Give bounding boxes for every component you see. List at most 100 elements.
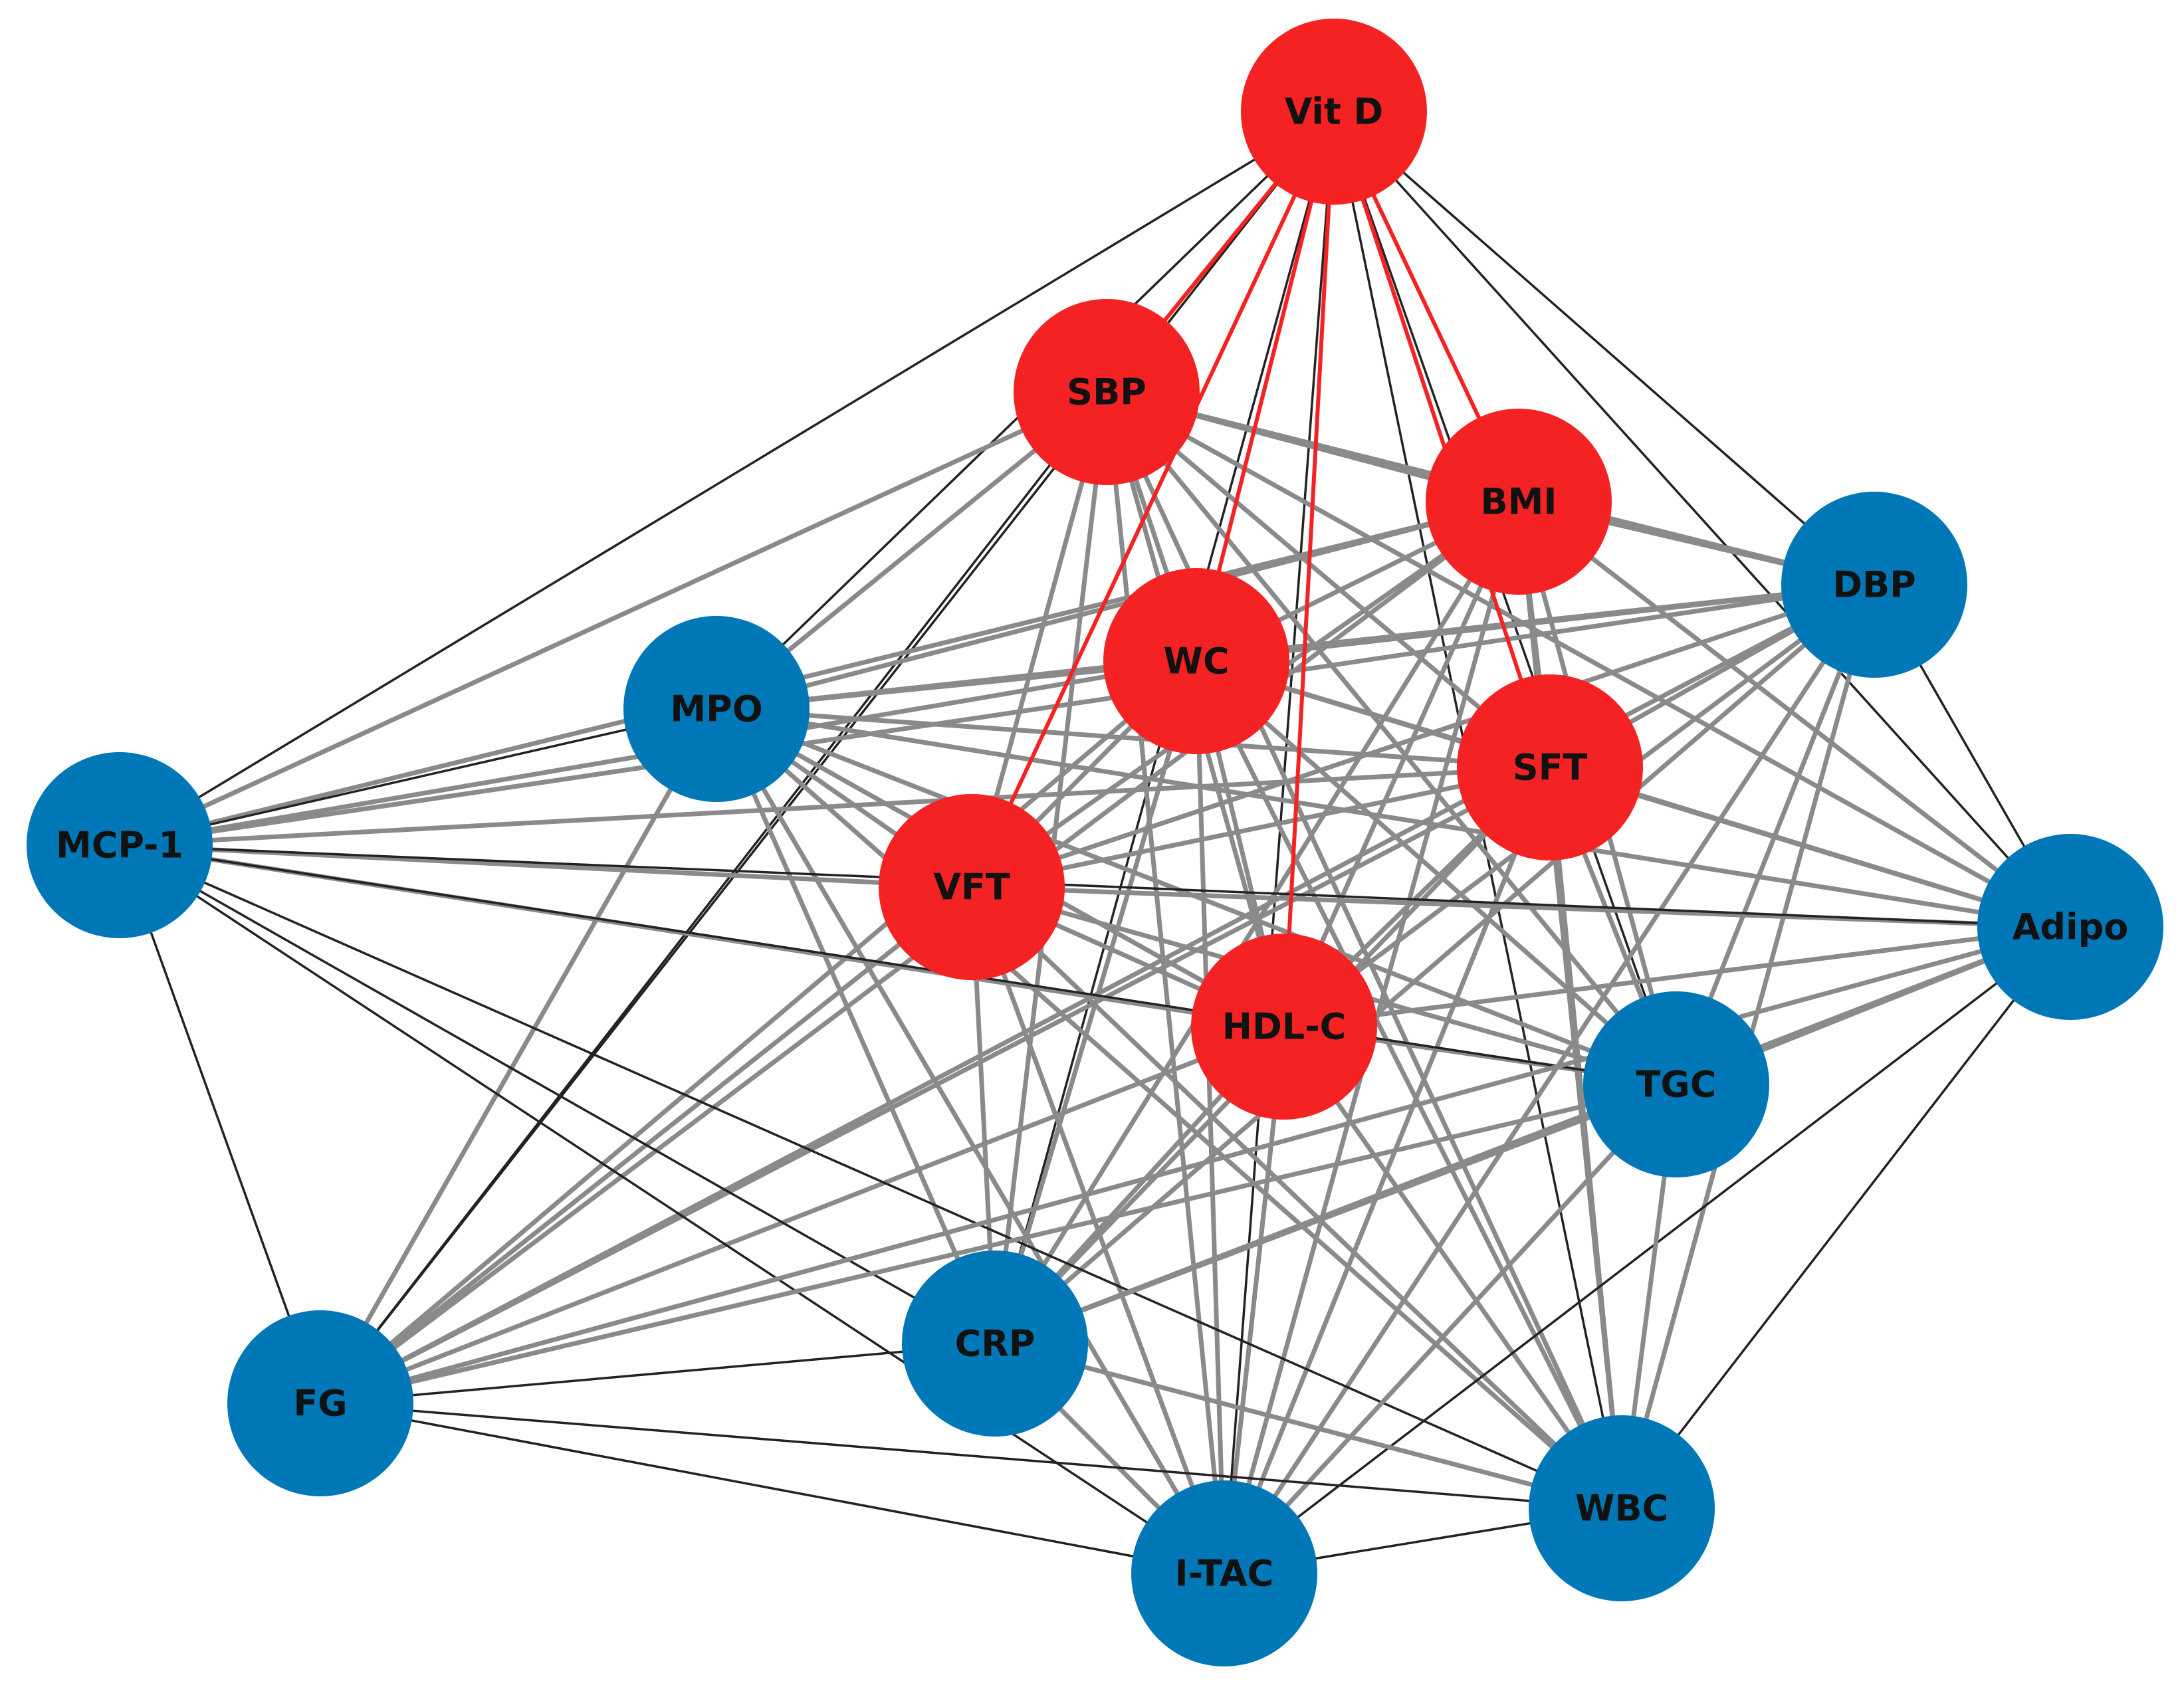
edge-mpo-mcp1 bbox=[118, 708, 718, 847]
node-circle-adipo bbox=[1977, 834, 2163, 1020]
node-vitd: Vit D bbox=[1241, 19, 1427, 205]
node-tgc: TGC bbox=[1583, 991, 1769, 1177]
edge-vft-wbc bbox=[969, 884, 1624, 1511]
edge-wc-fg bbox=[318, 658, 1199, 1406]
node-label-sbp: SBP bbox=[1067, 371, 1147, 413]
node-hdlc: HDL-C bbox=[1191, 934, 1377, 1120]
edge-crp-wbc bbox=[992, 1341, 1624, 1511]
node-label-adipo: Adipo bbox=[2013, 906, 2129, 948]
edge-vitd-vft bbox=[970, 110, 1336, 889]
node-sbp: SBP bbox=[1014, 299, 1200, 485]
node-circle-crp bbox=[902, 1250, 1088, 1437]
nodes-layer: Vit D SBP BMI WC SFT VFT HDL-C DBP MPO MCP-1Adipo… bbox=[27, 19, 2163, 1666]
node-circle-wbc bbox=[1529, 1415, 1715, 1601]
edge-mpo-itac bbox=[714, 706, 1227, 1576]
edge-sft-mpo bbox=[714, 706, 1553, 770]
edge-mpo-adipo bbox=[714, 706, 2073, 930]
edge-vitd-mcp1 bbox=[118, 110, 1335, 847]
edge-sbp-adipo bbox=[1104, 389, 2073, 930]
edge-wc-wbc bbox=[1194, 658, 1624, 1511]
edge-bmi-hdlc bbox=[1281, 499, 1521, 1029]
edge-dbp-mcp1 bbox=[117, 582, 1877, 848]
edge-sft-mcp1 bbox=[117, 765, 1553, 848]
node-label-bmi: BMI bbox=[1481, 481, 1557, 523]
edge-vitd-itac bbox=[1223, 110, 1335, 1575]
node-crp: CRP bbox=[902, 1250, 1088, 1437]
edge-dbp-mpo bbox=[714, 582, 1877, 712]
node-circle-itac bbox=[1131, 1480, 1317, 1666]
node-circle-dbp bbox=[1781, 492, 1967, 678]
edge-sft-vft bbox=[969, 765, 1553, 890]
edge-dbp-itac bbox=[1222, 582, 1877, 1576]
node-mpo: MPO bbox=[623, 616, 810, 802]
edge-vitd-hdlc bbox=[1282, 110, 1336, 1029]
node-sft: SFT bbox=[1457, 674, 1643, 860]
edge-mpo-crp bbox=[714, 706, 998, 1346]
edge-mpo-wbc bbox=[714, 706, 1624, 1511]
node-label-mpo: MPO bbox=[670, 688, 762, 730]
node-label-wbc: WBC bbox=[1575, 1488, 1668, 1530]
edge-vitd-tgc bbox=[1333, 110, 1678, 1086]
edge-vitd-wc bbox=[1194, 110, 1336, 663]
node-wc: WC bbox=[1103, 568, 1289, 754]
edge-adipo-itac bbox=[1223, 926, 2072, 1575]
node-circle-sbp bbox=[1014, 299, 1200, 485]
node-circle-mpo bbox=[623, 616, 810, 802]
edge-mcp1-fg bbox=[118, 844, 322, 1405]
edge-tgc-itac bbox=[1222, 1082, 1679, 1576]
node-label-sft: SFT bbox=[1513, 747, 1588, 789]
node-circle-mcp1 bbox=[27, 752, 213, 938]
node-circle-vft bbox=[879, 794, 1065, 980]
edge-crp-fg bbox=[319, 1342, 996, 1405]
node-circle-sft bbox=[1457, 674, 1643, 860]
edge-mcp1-wbc bbox=[118, 844, 1623, 1510]
edge-mpo-fg bbox=[318, 706, 719, 1406]
node-circle-bmi bbox=[1426, 409, 1612, 595]
edge-sbp-fg bbox=[319, 391, 1108, 1405]
edge-tgc-fg bbox=[318, 1082, 1679, 1406]
edge-tgc-crp bbox=[992, 1082, 1679, 1346]
edge-bmi-mcp1 bbox=[117, 499, 1521, 848]
node-label-mcp1: MCP-1 bbox=[56, 825, 183, 866]
edge-sbp-tgc bbox=[1104, 389, 1679, 1087]
edge-fg-wbc bbox=[319, 1402, 1623, 1510]
node-label-crp: CRP bbox=[955, 1323, 1036, 1365]
edge-mpo-tgc bbox=[714, 706, 1679, 1087]
edge-mcp1-tgc bbox=[118, 844, 1678, 1086]
edge-wc-tgc bbox=[1194, 658, 1679, 1087]
node-wbc: WBC bbox=[1529, 1415, 1715, 1601]
node-label-hdlc: HDL-C bbox=[1222, 1006, 1346, 1048]
node-circle-fg bbox=[227, 1310, 413, 1496]
edge-mcp1-itac bbox=[118, 844, 1226, 1575]
edges-layer bbox=[117, 110, 2073, 1576]
node-itac: I-TAC bbox=[1131, 1480, 1317, 1666]
edge-mcp1-adipo bbox=[118, 844, 2072, 928]
edge-hdlc-fg bbox=[318, 1024, 1287, 1406]
edge-fg-itac bbox=[319, 1402, 1226, 1575]
edge-bmi-adipo bbox=[1516, 499, 2073, 930]
edge-sbp-mcp1 bbox=[117, 389, 1109, 848]
node-circle-tgc bbox=[1583, 991, 1769, 1177]
edge-adipo-wbc bbox=[1620, 926, 2072, 1510]
node-circle-vitd bbox=[1241, 19, 1427, 205]
node-label-wc: WC bbox=[1163, 641, 1229, 682]
edge-sft-wbc bbox=[1547, 765, 1624, 1511]
edge-hdlc-adipo bbox=[1281, 924, 2073, 1029]
node-label-vft: VFT bbox=[933, 866, 1010, 908]
edge-vitd-dbp bbox=[1333, 110, 1876, 586]
edge-adipo-fg bbox=[318, 924, 2073, 1406]
node-bmi: BMI bbox=[1426, 409, 1612, 595]
node-label-vitd: Vit D bbox=[1285, 91, 1384, 133]
node-adipo: Adipo bbox=[1977, 834, 2163, 1020]
edge-sbp-sft bbox=[1104, 389, 1553, 770]
node-fg: FG bbox=[227, 1310, 413, 1496]
node-circle-hdlc bbox=[1191, 934, 1377, 1120]
edge-vft-dbp bbox=[969, 582, 1877, 890]
node-circle-wc bbox=[1103, 568, 1289, 754]
node-mcp1: MCP-1 bbox=[27, 752, 213, 938]
edge-dbp-crp bbox=[992, 582, 1877, 1346]
node-label-dbp: DBP bbox=[1832, 564, 1916, 606]
node-label-tgc: TGC bbox=[1636, 1064, 1717, 1106]
node-vft: VFT bbox=[879, 794, 1065, 980]
